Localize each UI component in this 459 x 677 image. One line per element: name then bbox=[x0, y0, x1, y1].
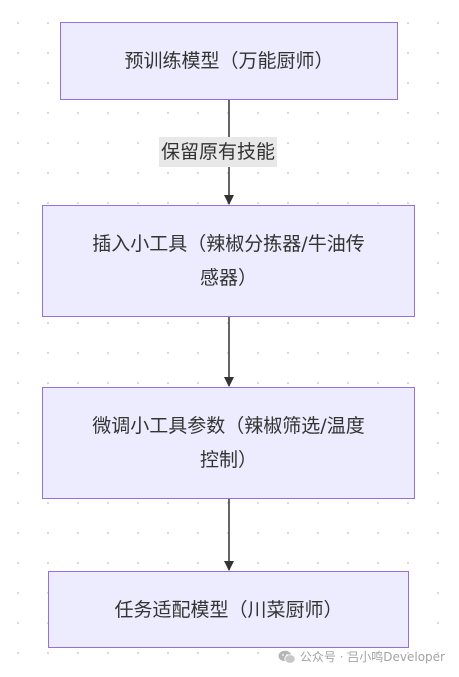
wechat-icon bbox=[278, 650, 296, 664]
node-task-model-label: 任务适配模型（川菜厨师） bbox=[114, 598, 343, 621]
node-finetune-tools-label: 微调小工具参数（辣椒筛选/温度控制） bbox=[92, 415, 365, 471]
node-insert-tools-label: 插入小工具（辣椒分拣器/牛油传感器） bbox=[92, 233, 365, 289]
watermark-text: 公众号 · 吕小鸣Developer bbox=[299, 650, 445, 664]
node-pretrained-label: 预训练模型（万能厨师） bbox=[124, 50, 334, 72]
edge-label-keep-skills: 保留原有技能 bbox=[159, 137, 278, 167]
watermark: 公众号 · 吕小鸣Developer bbox=[278, 648, 445, 665]
node-finetune-tools: 微调小工具参数（辣椒筛选/温度控制） bbox=[42, 387, 415, 499]
node-insert-tools: 插入小工具（辣椒分拣器/牛油传感器） bbox=[42, 205, 415, 317]
node-task-model: 任务适配模型（川菜厨师） bbox=[48, 571, 409, 648]
node-pretrained-model: 预训练模型（万能厨师） bbox=[60, 22, 398, 100]
